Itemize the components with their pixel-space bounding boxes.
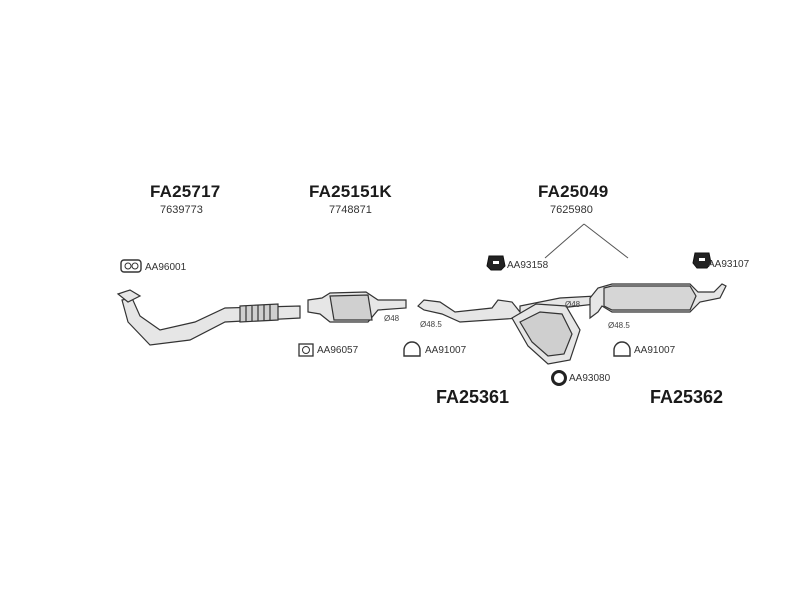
catalyst-drawing (307, 291, 407, 323)
cat-outlet-diameter: Ø48 (384, 314, 400, 323)
clamp-rear-icon (613, 341, 631, 357)
middle-section-drawing (417, 295, 597, 365)
mid-outlet-diameter: Ø48 (565, 300, 581, 309)
hanger-mid-icon (486, 255, 506, 271)
ring-mid-icon (551, 370, 567, 386)
front-pipe-oe-number: 7639773 (160, 204, 203, 216)
gasket-front-label: AA96001 (145, 262, 187, 273)
catalyst-part-number: FA25151K (309, 182, 392, 201)
middle-section-part-number: FA25361 (436, 387, 510, 407)
front-pipe-drawing (116, 289, 301, 346)
hanger-mid-label: AA93158 (507, 260, 549, 271)
rear-silencer-drawing (589, 283, 727, 320)
clamp-mid-icon (403, 341, 421, 357)
hanger-rear-label: AA93107 (708, 259, 750, 270)
rear-inlet-diameter: Ø48.5 (608, 321, 630, 330)
clamp-mid-label: AA91007 (425, 345, 467, 356)
front-pipe-part-number: FA25717 (150, 182, 221, 201)
gasket-front-icon (120, 259, 142, 273)
gasket-cat-label: AA96057 (317, 345, 359, 356)
rear-group-oe-number: 7625980 (550, 204, 593, 216)
rear-section-part-number: FA25362 (650, 387, 724, 407)
catalyst-oe-number: 7748871 (329, 204, 372, 216)
hanger-rear-icon (692, 252, 712, 269)
gasket-cat-icon (298, 343, 314, 357)
mid-inlet-diameter: Ø48.5 (420, 320, 442, 329)
leader-line-right (583, 223, 629, 259)
leader-line-left (544, 223, 585, 259)
ring-mid-label: AA93080 (569, 373, 611, 384)
clamp-rear-label: AA91007 (634, 345, 676, 356)
rear-group-part-number: FA25049 (538, 182, 609, 201)
